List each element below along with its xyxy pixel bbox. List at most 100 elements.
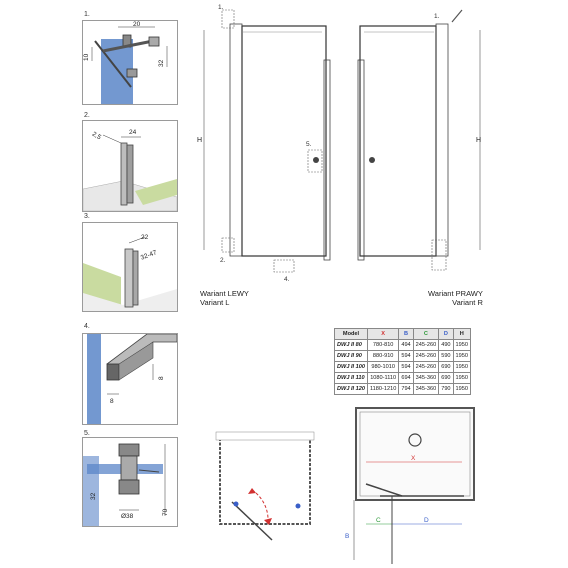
header-d: D (438, 328, 454, 340)
variant-left-label: Wariant LEWY Variant L (200, 289, 249, 307)
door-glass (359, 25, 437, 257)
detail-panel-1: 20 10 32 (82, 20, 178, 105)
detail-2-drawing: 24 2,5 (83, 129, 177, 211)
dim-text: 32-47 (140, 249, 158, 261)
variant-left-line2: Variant L (200, 298, 230, 307)
cell-d: 590 (438, 350, 454, 362)
wall-profile (435, 23, 449, 257)
detail-1-drawing: 20 10 32 (83, 21, 168, 104)
hinge-point (233, 501, 239, 507)
detail-number-4: 4. (84, 323, 90, 330)
detail-number-1: 1. (84, 11, 90, 18)
header-c: C (412, 328, 440, 340)
wall-top (215, 431, 315, 441)
shower-plan: X B C D (345, 407, 475, 564)
cell-model: DWJ II 80 (334, 339, 368, 351)
cell-h: 1950 (452, 372, 472, 384)
dim-text: 8 (158, 376, 165, 380)
seal-profile-end (106, 363, 120, 381)
callout-label: 2. (220, 257, 226, 264)
glass-clamp (126, 68, 138, 78)
cell-x: 780-810 (366, 339, 400, 351)
swing-arrow-end (264, 518, 272, 525)
height-label: H (197, 137, 202, 144)
table-row: DWJ II 80 780-810 494 245-260 490 1950 (334, 339, 472, 351)
cell-model: DWJ II 90 (334, 350, 368, 362)
dim-text: 10 (83, 53, 90, 61)
dim-text: 2,5 (91, 131, 103, 142)
header-b: B (398, 328, 414, 340)
knob-bottom (118, 479, 140, 495)
detail-panel-3: 22 32-47 (82, 222, 178, 312)
detail-4-drawing: 8 8 (87, 334, 177, 424)
cell-x: 980-1010 (366, 361, 400, 373)
variant-left-line1: Wariant LEWY (200, 289, 249, 298)
cell-h: 1950 (452, 339, 472, 351)
knob-body (120, 455, 138, 481)
shower-tray (355, 407, 475, 501)
callout-box (221, 237, 235, 253)
seal-profile-side (118, 341, 154, 381)
stabilizer-bar (102, 39, 154, 53)
callout-label: 5. (306, 141, 312, 148)
cell-model: DWJ II 110 (334, 372, 368, 384)
cell-c: 245-260 (412, 361, 440, 373)
swing-arc (251, 489, 269, 523)
table-header-row: Model X B C D H (334, 328, 472, 340)
callout-label: 4. (284, 276, 290, 283)
wall-profile-inner (132, 250, 139, 306)
header-model: Model (334, 328, 368, 340)
cell-c: 245-260 (412, 350, 440, 362)
variant-right-line2: Variant R (452, 298, 483, 307)
door-left-elevation: H 1. 2. 4. 5. (197, 4, 331, 283)
callout-box (307, 149, 323, 173)
cell-model: DWJ II 100 (334, 361, 368, 373)
door-edge-profile (357, 59, 365, 261)
d-dim-label: D (424, 517, 429, 524)
door-leaf (365, 483, 403, 497)
detail-panel-5: 32 Ø38 70 (82, 437, 178, 527)
b-dim-label: B (345, 533, 349, 540)
wall-profile (124, 248, 134, 308)
cell-d: 690 (438, 372, 454, 384)
swing-arrow-start (248, 488, 256, 494)
variant-right-label: Wariant PRAWY Variant R (428, 289, 483, 307)
height-label: H (476, 137, 481, 144)
callout-box (431, 239, 447, 271)
detail-panel-4: 8 8 (82, 333, 178, 425)
dim-text: 70 (162, 508, 169, 516)
callout-label: 1. (218, 4, 224, 11)
cell-h: 1950 (452, 383, 472, 395)
dim-text: 22 (141, 234, 149, 241)
dim-text: 8 (110, 398, 114, 405)
detail-5-drawing: 32 Ø38 70 (83, 443, 169, 526)
cell-d: 490 (438, 339, 454, 351)
door-edge-profile (323, 59, 331, 261)
table-row: DWJ II 100 980-1010 594 245-260 690 1950 (334, 361, 472, 373)
shower-outline (219, 435, 311, 525)
wall-profile (229, 23, 243, 257)
x-dim-label: X (411, 455, 416, 462)
door-glass (241, 25, 327, 257)
c-dim-label: C (376, 517, 381, 524)
glass-panel (87, 334, 101, 424)
detail-number-2: 2. (84, 112, 90, 119)
support-bar (94, 40, 132, 88)
dim-text: 20 (133, 21, 141, 28)
header-h: H (452, 328, 472, 340)
closing-point (295, 503, 301, 509)
cell-b: 794 (398, 383, 414, 395)
callout-box (273, 259, 295, 273)
detail-3-drawing: 22 32-47 (83, 234, 177, 311)
dim-text: Ø38 (121, 513, 134, 520)
callout-label: 1. (434, 13, 440, 20)
callout-box (221, 9, 235, 29)
door-leaf-open (231, 501, 273, 541)
cell-x: 1180-1210 (366, 383, 400, 395)
variant-right-line1: Wariant PRAWY (428, 289, 483, 298)
wall-profile (120, 142, 128, 206)
floor-green (135, 179, 177, 205)
floor-surface (83, 289, 177, 311)
door-right-elevation: H 1. 3. (357, 9, 481, 271)
dim-text: 24 (129, 129, 137, 136)
